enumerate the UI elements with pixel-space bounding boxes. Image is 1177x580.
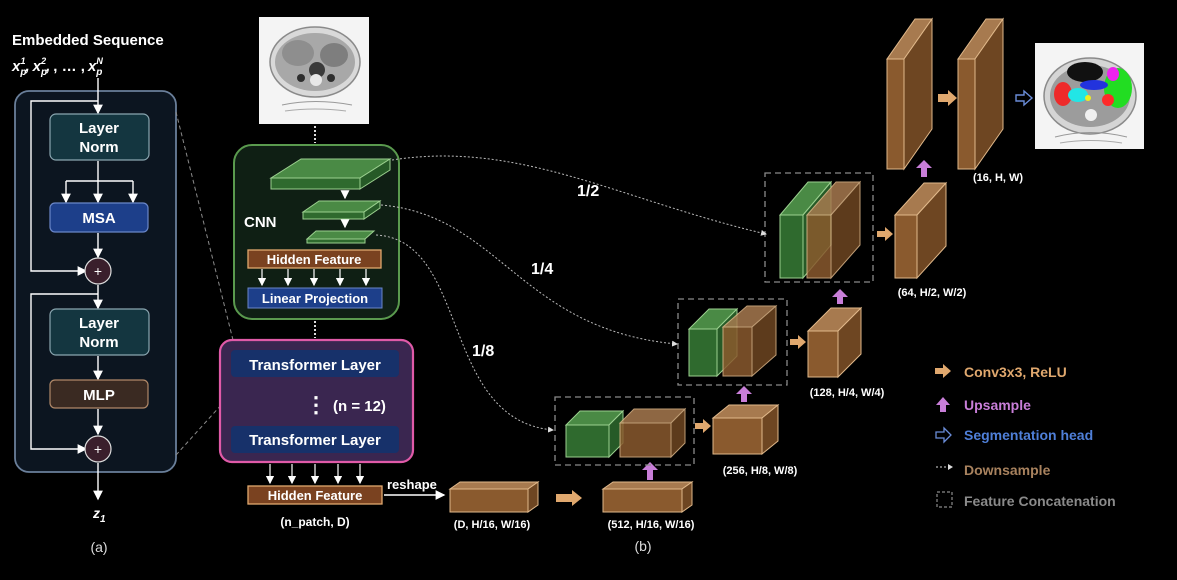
feature-256 bbox=[711, 403, 780, 456]
transformer-vdots: ⋮ bbox=[305, 392, 327, 417]
legend-seghead-label: Segmentation head bbox=[964, 427, 1093, 443]
cnn-feature-slab-2 bbox=[301, 200, 382, 220]
concat-box-1-8 bbox=[554, 396, 695, 466]
dotted-arrow-icon bbox=[936, 464, 953, 470]
scale-1-2-label: 1/2 bbox=[577, 183, 599, 200]
feature-64 bbox=[893, 181, 948, 280]
msa-label: MSA bbox=[82, 210, 116, 227]
shape-256-label: (256, H/8, W/8) bbox=[723, 465, 798, 477]
cnn-label: CNN bbox=[244, 214, 277, 231]
legend: Conv3x3, ReLU Upsample Segmentation head… bbox=[935, 364, 1116, 509]
layer-norm-1-line1: Layer bbox=[79, 120, 119, 137]
input-sequence-label: xp1,xp2,, … ,xpN bbox=[11, 56, 103, 78]
feature-16-a bbox=[886, 17, 933, 171]
transformer-layer-2 bbox=[231, 426, 399, 453]
concat-box-1-4 bbox=[677, 298, 788, 386]
skip-feature-1-8 bbox=[564, 409, 625, 459]
layer-norm-1-line2: Norm bbox=[79, 139, 118, 156]
shape-64-label: (64, H/2, W/2) bbox=[898, 287, 967, 299]
cnn-feature-slab-3 bbox=[305, 230, 376, 244]
embedded-sequence-title: Embedded Sequence bbox=[12, 32, 164, 49]
panel-a: Embedded Sequence xp1,xp2,, … ,xpN Layer… bbox=[11, 32, 177, 555]
hidden-feature-top bbox=[247, 249, 382, 269]
concat-box-1-2 bbox=[764, 172, 874, 283]
residual-add-2-symbol: + bbox=[94, 441, 102, 457]
upsample-arrow-3 bbox=[832, 289, 848, 304]
feature-512-h16 bbox=[601, 481, 694, 513]
legend-upsample-label: Upsample bbox=[964, 397, 1031, 413]
panel-b: CNN Hidden Feature Linear Pro bbox=[218, 17, 1144, 554]
hidden-feature-bottom bbox=[247, 485, 383, 505]
hidden-feature-bottom-label: Hidden Feature bbox=[268, 488, 363, 503]
skip-connection-1-8 bbox=[375, 234, 554, 433]
upsample-arrow-2 bbox=[736, 386, 752, 402]
seg-head-arrow bbox=[1015, 89, 1034, 107]
up-feature-1-8 bbox=[618, 407, 687, 459]
blue-outline-arrow-icon bbox=[935, 426, 952, 444]
zoom-connector-top bbox=[175, 111, 235, 345]
layer-norm-block-1 bbox=[49, 113, 150, 161]
legend-conv-label: Conv3x3, ReLU bbox=[964, 364, 1067, 380]
feature-128 bbox=[806, 306, 863, 379]
transformer-layer-2-label: Transformer Layer bbox=[249, 432, 381, 449]
caption-b: (b) bbox=[634, 538, 651, 554]
up-feature-1-4 bbox=[721, 304, 778, 378]
output-z1-label: z1 bbox=[92, 505, 106, 525]
linear-projection-label: Linear Projection bbox=[262, 291, 368, 306]
transformer-repeat-label: (n = 12) bbox=[333, 398, 386, 415]
layer-norm-2-line1: Layer bbox=[79, 315, 119, 332]
upsample-arrow-4 bbox=[916, 160, 932, 177]
feature-d-h16 bbox=[448, 481, 540, 513]
shape-128-label: (128, H/4, W/4) bbox=[810, 387, 885, 399]
layer-norm-2-line2: Norm bbox=[79, 334, 118, 351]
purple-up-arrow-icon bbox=[936, 397, 950, 412]
scale-1-4-label: 1/4 bbox=[531, 261, 553, 278]
up-feature-1-2 bbox=[805, 180, 862, 280]
mlp-block bbox=[49, 379, 149, 409]
upsample-arrow-1 bbox=[642, 462, 658, 480]
transformer-layer-1-label: Transformer Layer bbox=[249, 357, 381, 374]
legend-downsample-label: Downsample bbox=[964, 462, 1051, 478]
residual-add-1 bbox=[84, 257, 112, 285]
conv-arrow-3 bbox=[790, 335, 806, 349]
hidden-feature-top-label: Hidden Feature bbox=[267, 252, 362, 267]
hidden-shape-label: (n_patch, D) bbox=[280, 515, 349, 529]
conv-arrow-5 bbox=[938, 90, 957, 106]
skip-connection-1-4 bbox=[380, 204, 678, 347]
shape-d-label: (D, H/16, W/16) bbox=[454, 519, 531, 531]
caption-a: (a) bbox=[90, 539, 107, 555]
legend-concat-label: Feature Concatenation bbox=[964, 493, 1116, 509]
orange-arrow-icon bbox=[935, 364, 951, 378]
residual-add-2 bbox=[84, 435, 112, 463]
cnn-feature-slab-1 bbox=[269, 158, 392, 190]
reshape-label: reshape bbox=[387, 477, 437, 492]
msa-block bbox=[49, 202, 149, 233]
dashed-box-icon bbox=[936, 491, 953, 508]
linear-projection-block bbox=[247, 287, 383, 309]
input-ct-image bbox=[259, 17, 369, 124]
mlp-label: MLP bbox=[83, 387, 115, 404]
scale-1-8-label: 1/8 bbox=[472, 343, 494, 360]
conv-arrow-1 bbox=[556, 490, 582, 506]
feature-16-b bbox=[957, 17, 1004, 171]
residual-add-1-symbol: + bbox=[94, 263, 102, 279]
output-segmentation-image bbox=[1035, 43, 1144, 149]
shape-16-label: (16, H, W) bbox=[973, 172, 1023, 184]
conv-arrow-4 bbox=[877, 227, 893, 241]
layer-norm-block-2 bbox=[49, 308, 150, 356]
transformer-layer-1 bbox=[231, 350, 399, 377]
conv-arrow-2 bbox=[695, 419, 711, 433]
shape-512-label: (512, H/16, W/16) bbox=[608, 519, 695, 531]
